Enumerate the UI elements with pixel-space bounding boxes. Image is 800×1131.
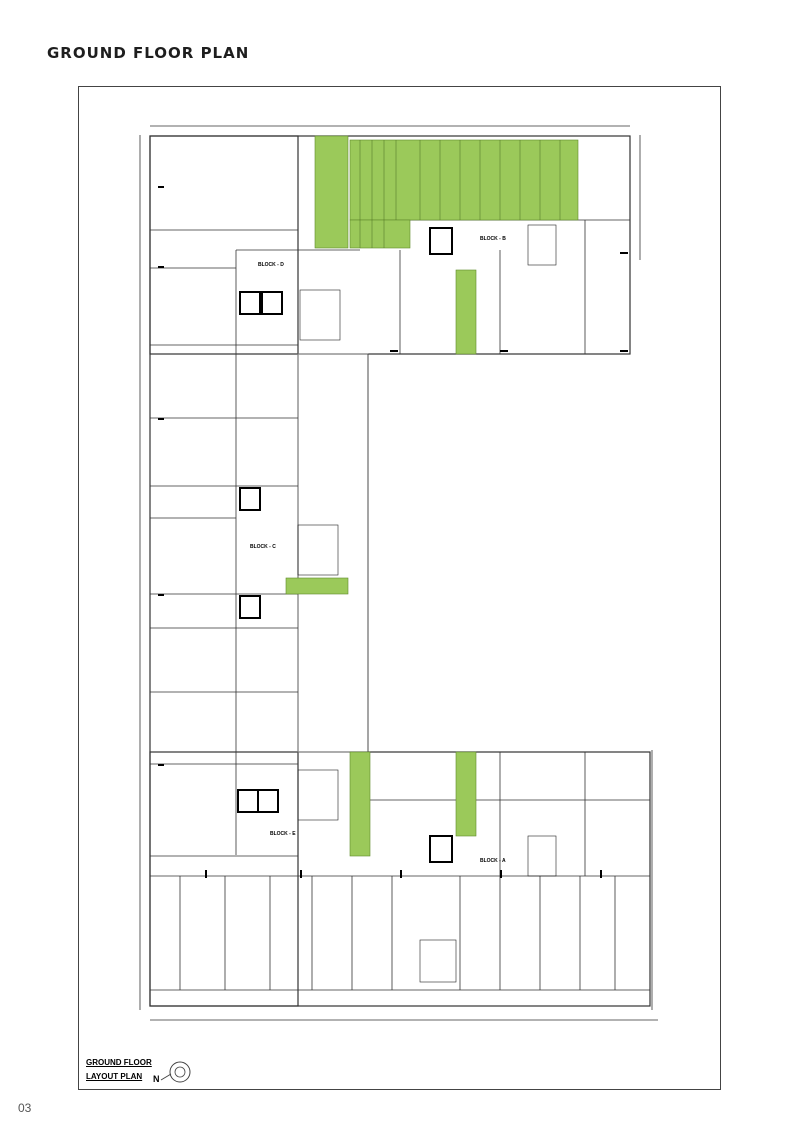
plan-legend: GROUND FLOOR LAYOUT PLAN [86,1056,152,1084]
block-label: BLOCK - A [480,858,506,864]
north-arrow-icon: N [153,1061,191,1084]
north-label: N [153,1074,160,1084]
block-label: BLOCK - E [270,831,296,837]
page-number: 03 [18,1101,32,1115]
plan-frame [78,86,721,1090]
block-label: BLOCK - D [258,262,284,268]
legend-line-2: LAYOUT PLAN [86,1072,143,1081]
block-label: BLOCK - B [480,236,506,242]
block-label: BLOCK - C [250,544,276,550]
page-title: GROUND FLOOR PLAN [47,44,250,62]
legend-line-1: GROUND FLOOR [86,1058,152,1067]
